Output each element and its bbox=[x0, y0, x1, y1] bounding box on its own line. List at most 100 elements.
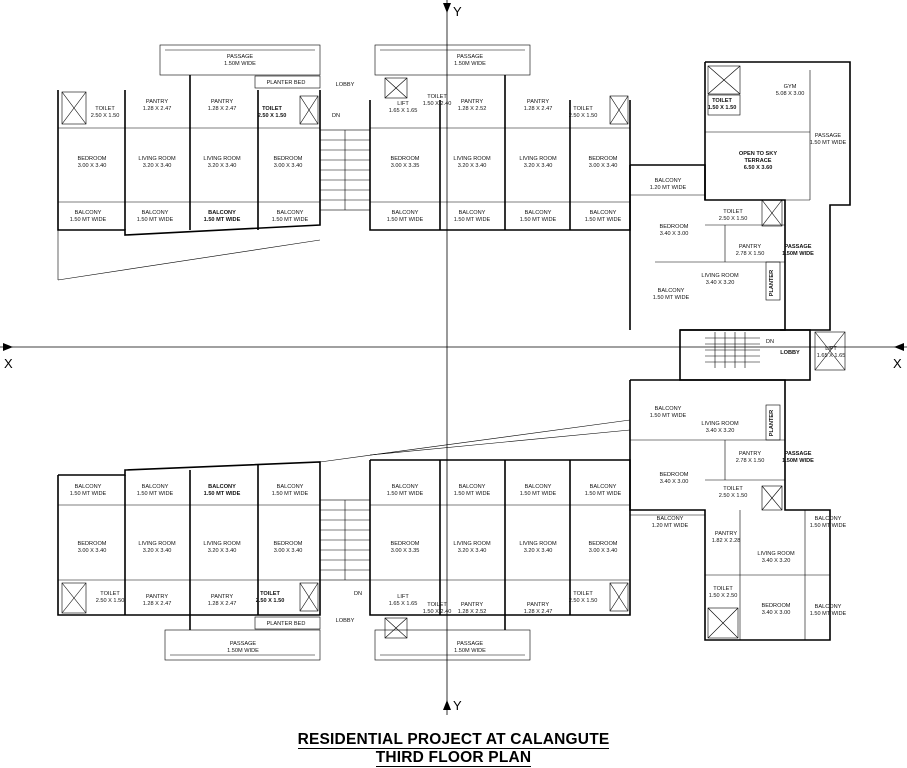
balcony-mid2-line1: BALCONY bbox=[657, 516, 684, 522]
l2-pantry-line1: PANTRY bbox=[211, 594, 233, 600]
l1-pantry-line2: 1.28 X 2.47 bbox=[143, 601, 172, 607]
u4-toilet-line1: TOILET bbox=[573, 106, 593, 112]
l4-balcony1-line2: 1.50 MT WIDE bbox=[520, 491, 557, 497]
l4-bedroom-line1: BEDROOM bbox=[589, 541, 618, 547]
l2-balcony2-line1: BALCONY bbox=[277, 484, 304, 490]
upper-block: PLANTER BED PASSAGE 1.50M WIDE PASSAGE 1… bbox=[57, 44, 631, 281]
l2-bedroom-line1: BEDROOM bbox=[274, 541, 303, 547]
passage-lower-left-line1: PASSAGE bbox=[230, 641, 257, 647]
u1-toilet-line2: 2.50 X 1.50 bbox=[91, 113, 120, 119]
u3-pantry-line1: PANTRY bbox=[461, 99, 483, 105]
passage-upper-left-line1: PASSAGE bbox=[227, 54, 254, 60]
toilet-gym-line2: 1.50 X 1.50 bbox=[708, 105, 737, 111]
balcony-mid2-line2: 1.20 MT WIDE bbox=[652, 523, 689, 529]
u2-balcony2-line1: BALCONY bbox=[277, 210, 304, 216]
planter-bed-lower: PLANTER BED bbox=[267, 621, 306, 627]
balcony-low1-line2: 1.50 MT WIDE bbox=[810, 523, 847, 529]
l2-bedroom-line2: 3.00 X 3.40 bbox=[274, 548, 303, 554]
lift-east-line2: 1.65 X 1.65 bbox=[817, 353, 846, 359]
l2-toilet-line1: TOILET bbox=[260, 591, 280, 597]
l2-living-line2: 3.20 X 3.40 bbox=[208, 548, 237, 554]
toilet-lift-lower-line1: TOILET bbox=[427, 602, 447, 608]
axis-x-right-label: X bbox=[893, 356, 902, 371]
u4-balcony1-line2: 1.50 MT WIDE bbox=[520, 217, 557, 223]
lift-lower-line1: LIFT bbox=[397, 594, 409, 600]
l3-pantry-line1: PANTRY bbox=[461, 602, 483, 608]
dn-upper: DN bbox=[332, 113, 340, 119]
u4-living-line2: 3.20 X 3.40 bbox=[524, 163, 553, 169]
u2-toilet-line1: TOILET bbox=[262, 106, 282, 112]
u1-bedroom-line2: 3.00 X 3.40 bbox=[78, 163, 107, 169]
planter-bed-upper: PLANTER BED bbox=[267, 80, 306, 86]
u4-balcony2-line1: BALCONY bbox=[590, 210, 617, 216]
u2-bedroom-line2: 3.00 X 3.40 bbox=[274, 163, 303, 169]
toilet-mid-line2: 2.50 X 1.50 bbox=[719, 493, 748, 499]
bedroom-mid-line2: 3.40 X 3.00 bbox=[660, 479, 689, 485]
u3-balcony2-line1: BALCONY bbox=[459, 210, 486, 216]
pantry-top-line1: PANTRY bbox=[739, 244, 761, 250]
u1-balcony2-line2: 1.50 MT WIDE bbox=[137, 217, 174, 223]
u2-balcony1-line2: 1.50 MT WIDE bbox=[204, 217, 241, 223]
l1-balcony1-line2: 1.50 MT WIDE bbox=[70, 491, 107, 497]
u3-pantry-line2: 1.28 X 2.52 bbox=[458, 106, 487, 112]
passage-mid-line1: PASSAGE bbox=[785, 451, 812, 457]
living-low-line2: 3.40 X 3.20 bbox=[762, 558, 791, 564]
dn-lower: DN bbox=[354, 591, 362, 597]
axis-y-bottom-label: Y bbox=[453, 698, 462, 713]
passage-mid-top-line2: 1.50M WIDE bbox=[782, 251, 814, 257]
stair-east bbox=[705, 332, 760, 368]
u3-bedroom-line2: 3.00 X 3.35 bbox=[391, 163, 420, 169]
u3-balcony2-line2: 1.50 MT WIDE bbox=[454, 217, 491, 223]
planter-top: PLANTER bbox=[769, 270, 775, 296]
lower-block: PLANTER BED PASSAGE 1.50M WIDE PASSAGE 1… bbox=[57, 419, 631, 661]
l4-toilet-line2: 2.50 X 1.50 bbox=[569, 598, 598, 604]
toilet-lift-upper-line2: 1.50 X 2.40 bbox=[423, 101, 452, 107]
u2-toilet-line2: 2.50 X 1.50 bbox=[258, 113, 287, 119]
passage-top-line2: 1.50 MT WIDE bbox=[810, 140, 847, 146]
u1-living-line1: LIVING ROOM bbox=[138, 156, 176, 162]
open-terrace-line3: 6.50 X 3.60 bbox=[744, 165, 773, 171]
duct-marks-lower bbox=[61, 582, 629, 639]
toilet-top-line1: TOILET bbox=[723, 209, 743, 215]
u4-living-line1: LIVING ROOM bbox=[519, 156, 557, 162]
toilet-low-line2: 1.50 X 2.50 bbox=[709, 593, 738, 599]
u1-pantry-line1: PANTRY bbox=[146, 99, 168, 105]
l4-pantry-line1: PANTRY bbox=[527, 602, 549, 608]
l3-balcony1-line1: BALCONY bbox=[392, 484, 419, 490]
passage-top-line1: PASSAGE bbox=[815, 133, 842, 139]
l1-toilet-line2: 2.50 X 1.50 bbox=[96, 598, 125, 604]
l4-living-line1: LIVING ROOM bbox=[519, 541, 557, 547]
u1-balcony1-line2: 1.50 MT WIDE bbox=[70, 217, 107, 223]
u1-pantry-line2: 1.28 X 2.47 bbox=[143, 106, 172, 112]
u2-balcony1-line1: BALCONY bbox=[208, 210, 236, 216]
u4-bedroom-line1: BEDROOM bbox=[589, 156, 618, 162]
living-top-line1: LIVING ROOM bbox=[701, 273, 739, 279]
l1-balcony1-line1: BALCONY bbox=[75, 484, 102, 490]
drawing-title-line1: RESIDENTIAL PROJECT AT CALANGUTE bbox=[297, 731, 610, 749]
passage-upper-right-line1: PASSAGE bbox=[457, 54, 484, 60]
lobby-east: LOBBY bbox=[780, 350, 800, 356]
living-low-line1: LIVING ROOM bbox=[757, 551, 795, 557]
stair-upper bbox=[319, 129, 371, 211]
gym-line2: 5.08 X 3.00 bbox=[776, 91, 805, 97]
u2-pantry-line1: PANTRY bbox=[211, 99, 233, 105]
east-wing: GYM 5.08 X 3.00 TOILET 1.50 X 1.50 OPEN … bbox=[629, 61, 851, 641]
living-top-line2: 3.40 X 3.20 bbox=[706, 280, 735, 286]
u1-toilet-line1: TOILET bbox=[95, 106, 115, 112]
pantry-low-line2: 1.82 X 2.28 bbox=[712, 538, 741, 544]
dn-east: DN bbox=[766, 339, 774, 345]
u2-pantry-line2: 1.28 X 2.47 bbox=[208, 106, 237, 112]
u1-balcony2-line1: BALCONY bbox=[142, 210, 169, 216]
toilet-lift-upper-line1: TOILET bbox=[427, 94, 447, 100]
bedroom-low-line2: 3.40 X 3.00 bbox=[762, 610, 791, 616]
passage-lower-left-line2: 1.50M WIDE bbox=[227, 648, 259, 654]
u3-balcony1-line2: 1.50 MT WIDE bbox=[387, 217, 424, 223]
passage-mid-line2: 1.50M WIDE bbox=[782, 458, 814, 464]
lift-lower-line2: 1.65 X 1.65 bbox=[389, 601, 418, 607]
u1-living-line2: 3.20 X 3.40 bbox=[143, 163, 172, 169]
u1-balcony1-line1: BALCONY bbox=[75, 210, 102, 216]
bedroom-top-line2: 3.40 X 3.00 bbox=[660, 231, 689, 237]
drawing-title-line2: THIRD FLOOR PLAN bbox=[375, 749, 532, 767]
l3-balcony2-line2: 1.50 MT WIDE bbox=[454, 491, 491, 497]
gym-line1: GYM bbox=[784, 84, 797, 90]
